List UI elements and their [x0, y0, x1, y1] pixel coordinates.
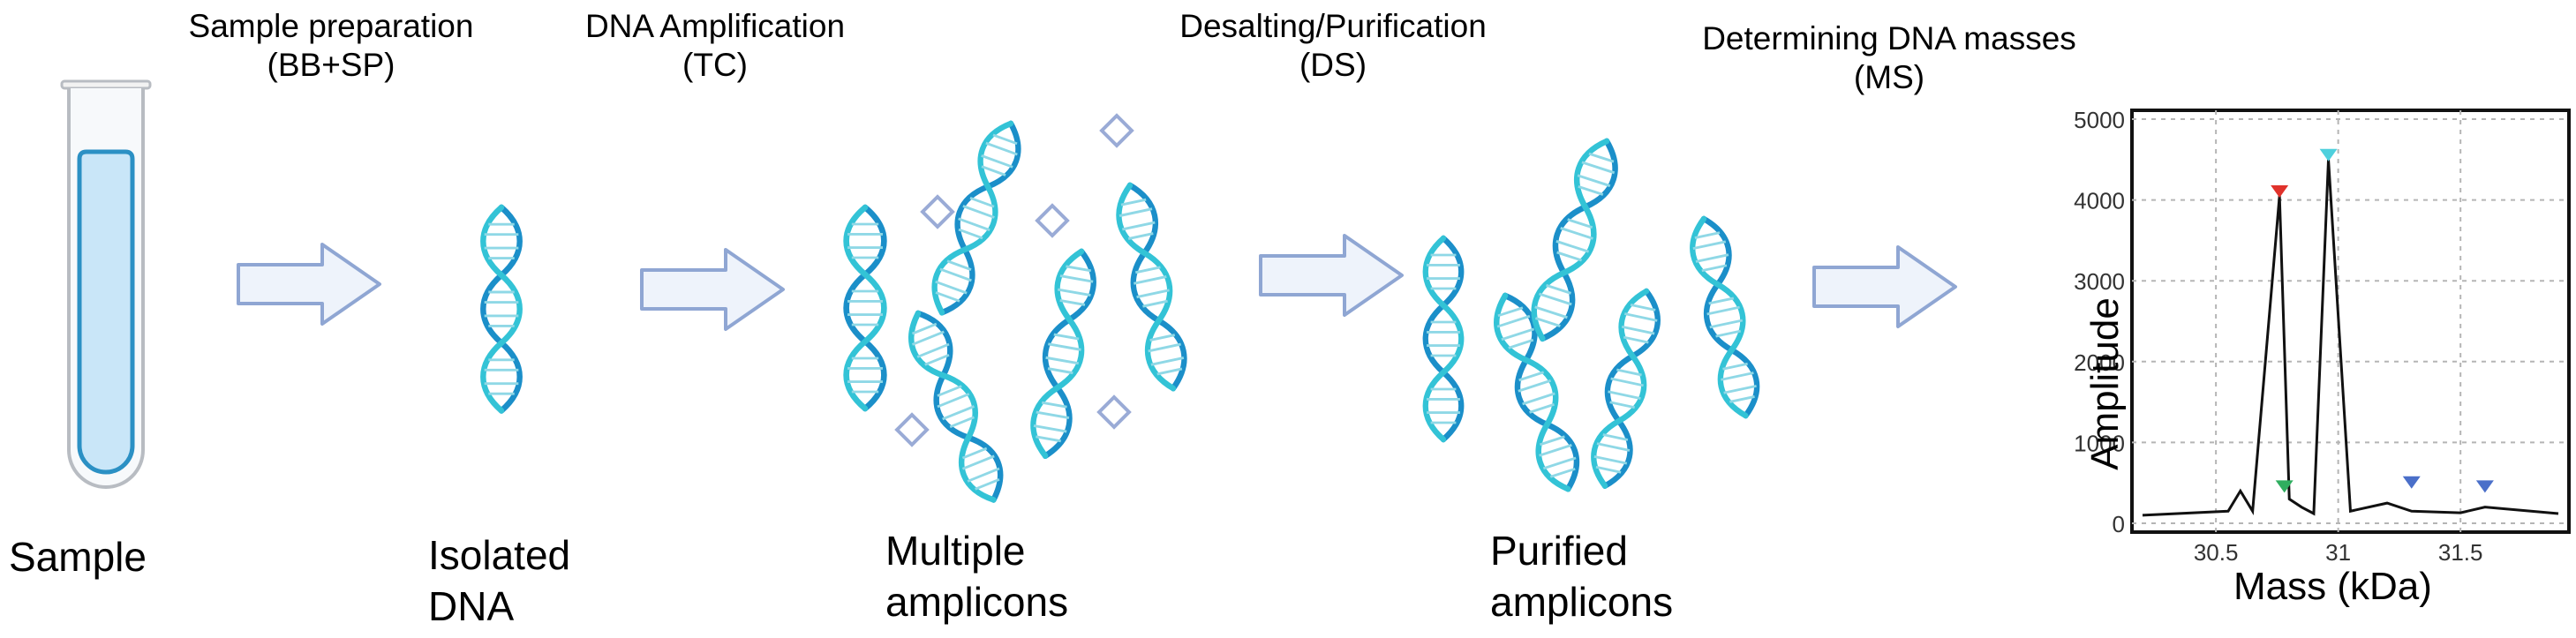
step-title-sample-preparation: Sample preparation (BB+SP) — [163, 7, 499, 85]
arrow-right-icon — [1259, 234, 1404, 317]
spectrum-line — [2142, 159, 2559, 517]
caption-sample: Sample — [9, 531, 147, 582]
peak-marker — [2475, 480, 2494, 493]
dna-helix-icon — [483, 207, 519, 410]
y-tick-label: 1000 — [2074, 430, 2125, 456]
y-tick-label: 2000 — [2074, 349, 2125, 376]
dna-helix-icon — [1686, 215, 1763, 419]
step-code: (MS) — [1853, 59, 1925, 95]
mass-spectrum-chart: 0 1000 2000 3000 4000 5000 30.5 31 31.5 — [2074, 107, 2571, 566]
chart-grid — [2132, 110, 2569, 532]
caption-sample-text: Sample — [9, 534, 147, 580]
step-title-text: Desalting/Purification — [1179, 8, 1487, 44]
caption-purified-amplicons: Purified amplicons — [1490, 525, 1673, 627]
test-tube-icon — [60, 79, 152, 489]
y-tick-label: 0 — [2113, 511, 2125, 537]
caption-line: DNA — [428, 583, 515, 629]
amplicons-cluster — [847, 114, 1191, 507]
diamond-icon — [921, 195, 954, 229]
step-code: (DS) — [1299, 47, 1367, 83]
step-title-text: DNA Amplification — [584, 8, 846, 44]
step-title-text: Sample preparation — [188, 8, 474, 44]
step-title-desalting: Desalting/Purification (DS) — [1148, 7, 1518, 85]
dna-helix-icon — [1112, 182, 1191, 392]
step-title-dna-amplification: DNA Amplification (TC) — [556, 7, 874, 85]
peak-marker — [2402, 476, 2421, 489]
y-tick-label: 3000 — [2074, 268, 2125, 295]
caption-isolated-dna: Isolated DNA — [428, 529, 570, 632]
diamond-icon — [1036, 204, 1069, 237]
dna-helix-icon — [1426, 238, 1462, 439]
peak-marker — [2319, 148, 2338, 161]
arrow-right-icon — [640, 248, 785, 331]
arrow-right-icon — [1812, 245, 1957, 328]
y-tick-label: 5000 — [2074, 107, 2125, 133]
dna-helix-icon — [847, 207, 885, 409]
step-code: (BB+SP) — [267, 47, 395, 83]
chart-frame — [2130, 109, 2571, 534]
caption-multiple-amplicons: Multiple amplicons — [885, 525, 1068, 627]
dna-helix-icon — [1028, 248, 1099, 459]
purified-cluster — [1426, 136, 1763, 495]
x-tick-label: 30.5 — [2194, 539, 2239, 566]
step-title-determining-masses: Determining DNA masses (MS) — [1686, 19, 2092, 97]
chart-ticks: 0 1000 2000 3000 4000 5000 30.5 31 31.5 — [2074, 107, 2482, 566]
y-axis-label: Amplitude — [2083, 297, 2127, 470]
dna-helix-icon — [901, 306, 1011, 507]
caption-line: amplicons — [885, 579, 1069, 625]
peak-marker — [2275, 480, 2294, 493]
caption-line: Isolated — [428, 532, 571, 578]
diamond-icon — [1097, 395, 1131, 429]
step-title-text: Determining DNA masses — [1702, 20, 2076, 56]
dna-helix-icon — [1587, 288, 1664, 490]
x-tick-label: 31 — [2325, 539, 2351, 566]
peak-markers — [2271, 148, 2494, 493]
x-axis-label: Mass (kDa) — [2233, 565, 2432, 608]
diamond-icon — [895, 413, 929, 447]
diamond-icon — [1100, 114, 1134, 147]
y-tick-label: 4000 — [2074, 188, 2125, 214]
step-code: (TC) — [682, 47, 748, 83]
caption-line: amplicons — [1490, 579, 1674, 625]
arrow-right-icon — [237, 243, 381, 326]
x-tick-label: 31.5 — [2438, 539, 2483, 566]
caption-line: Multiple — [885, 528, 1026, 574]
dna-helix-icon — [1525, 136, 1624, 344]
peak-marker — [2271, 185, 2289, 199]
caption-line: Purified — [1490, 528, 1628, 574]
